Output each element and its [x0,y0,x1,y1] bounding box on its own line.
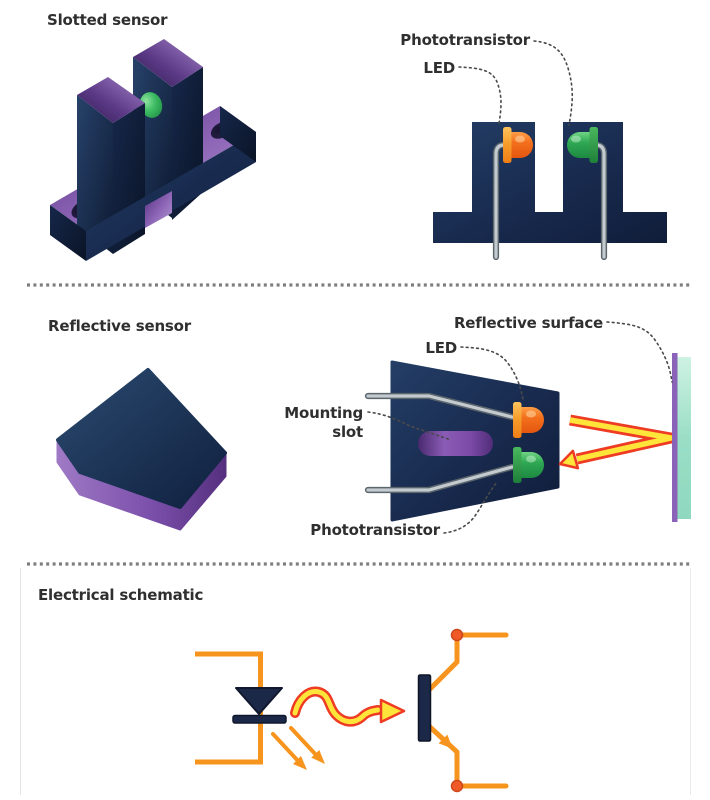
phototransistor-symbol [417,628,509,793]
leader-led [460,346,524,401]
leader-led [458,66,502,125]
electrical-schematic [195,628,509,793]
terminal-dot-emitter [450,779,464,793]
collector-wire [427,638,460,692]
led-label-top: LED [423,59,455,77]
phototransistor-label-mid: Phototransistor [310,521,440,539]
led-symbol [232,687,287,724]
phototransistor-icon [567,127,598,163]
phototransistor-dome-3d [139,92,163,118]
reflective-surface-strip [672,353,691,522]
mounting-slot-label: Mounting slot [263,404,363,442]
leader-lines [458,40,574,126]
leader-reflective-surface [606,321,673,383]
leader-phototransistor [533,40,574,126]
led-label-mid: LED [425,339,457,357]
leader-lines [367,321,673,534]
phototransistor-label-top: Phototransistor [400,31,530,49]
leader-phototransistor [443,481,498,534]
slotted-sensor-3d [50,39,256,261]
section-frame-lines [20,568,691,795]
led-circuit-wire [195,651,263,765]
sensor-body [433,122,667,243]
led-icon [513,402,544,438]
phototransistor-icon [513,447,544,483]
mounting-slot-label-line1: Mounting [284,404,363,422]
light-rays-icon [271,726,325,770]
led-icon [503,127,533,163]
terminal-dot-collector [450,628,464,642]
emitter-wire [427,724,460,783]
lead-wires [364,392,516,494]
reflective-section-title: Reflective sensor [48,317,191,335]
base-bar [417,674,432,742]
mounting-slot-shape [418,431,493,456]
reflective-sensor-3d [56,368,227,531]
emitter-arrowhead [438,734,453,749]
leader-mounting-slot [367,411,452,441]
light-wave-arrow [290,686,406,727]
mounting-slot-label-line2: slot [332,423,363,441]
reflective-cross-section [364,321,691,534]
slotted-section-title: Slotted sensor [47,11,168,29]
reflected-beam-arrow [558,414,677,470]
schematic-section-title: Electrical schematic [38,586,204,604]
slotted-cross-section [433,40,667,261]
slot-gap-floor [145,191,172,228]
reflective-surface-label: Reflective surface [453,314,603,332]
